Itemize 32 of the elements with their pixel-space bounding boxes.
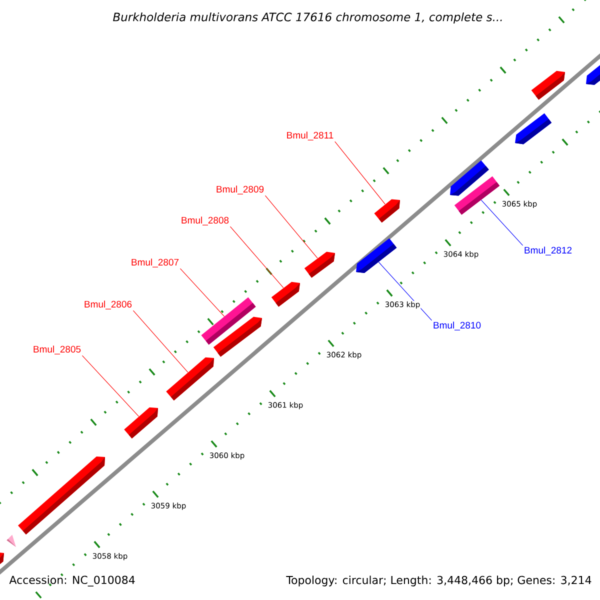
gene-label: Bmul_2812 [524,246,572,256]
gene-block [531,70,565,100]
gene-triangle [6,534,16,547]
gene-label: Bmul_2808 [182,216,229,226]
gene-label: Bmul_2807 [132,258,179,268]
leader-line [378,262,432,321]
gene-block [304,252,335,278]
leader-line [480,200,524,246]
gene-block [124,407,158,438]
gene-label: Bmul_2805 [34,346,81,354]
gene-label: Bmul_2811 [287,132,334,140]
leader-line [264,195,318,259]
leader-line [230,226,284,288]
gene-block [515,113,552,144]
gene-bar [454,176,500,215]
gene-label: Bmul_2809 [216,186,264,194]
gene-block [586,63,600,85]
gene-block [271,282,300,307]
gene-block [374,199,400,223]
gene-block [18,456,105,534]
gene-block [213,316,262,357]
title: Burkholderia multivorans ATCC 17616 chromosome 1, complete s... [113,12,502,24]
gene-block [166,357,214,400]
leader-line [180,268,225,317]
leader-line [132,310,188,373]
leader-line [82,355,140,417]
gene-label: Bmul_2806 [84,300,132,310]
leader-line [334,141,386,204]
gene-label: Bmul_2810 [434,322,481,330]
gene-block [356,238,397,273]
accession-text: Accession: NC_010084 [9,576,135,586]
summary-text: Topology: circular; Length: 3,448,466 bp; Genes: 3,214 [286,576,592,586]
